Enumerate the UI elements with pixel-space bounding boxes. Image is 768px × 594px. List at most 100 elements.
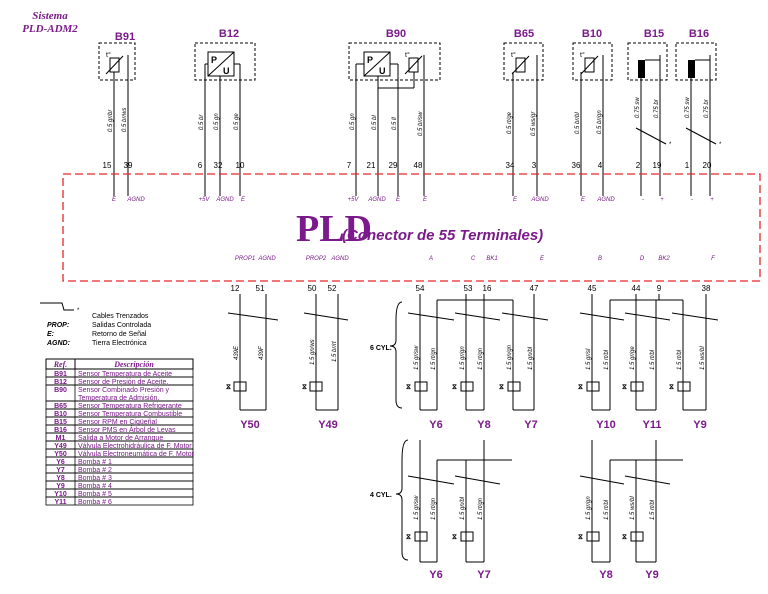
- svg-text:Tierra Electrónica: Tierra Electrónica: [92, 340, 147, 347]
- svg-text:0.5 rt/ge: 0.5 rt/ge: [507, 111, 513, 134]
- svg-text:E: E: [513, 197, 518, 203]
- svg-text:Y11: Y11: [643, 419, 662, 431]
- svg-text:Y6: Y6: [429, 419, 442, 431]
- svg-text:Y8: Y8: [477, 419, 490, 431]
- svg-text:7: 7: [347, 161, 352, 170]
- table-row-ref: Y6: [56, 459, 65, 466]
- svg-text:439F: 439F: [259, 346, 265, 360]
- svg-text:Y9: Y9: [645, 569, 658, 581]
- inductive-sensor-icon: [638, 60, 645, 78]
- svg-text:1.5 rt/bl: 1.5 rt/bl: [604, 349, 610, 370]
- svg-text:47: 47: [530, 284, 539, 293]
- table-row-desc: Bomba # 4: [78, 483, 112, 490]
- svg-text:34: 34: [506, 161, 515, 170]
- table-header-desc: Descripción: [113, 360, 154, 369]
- table-row-desc: Sensor PMS en Árbol de Levas: [78, 425, 176, 434]
- svg-text:AGND: AGND: [257, 256, 276, 262]
- connector-subtitle: (Conector de 55 Terminales): [342, 227, 543, 244]
- svg-text:54: 54: [416, 284, 425, 293]
- svg-text:1.5 rt/bl: 1.5 rt/bl: [650, 349, 656, 370]
- svg-text:Y7: Y7: [524, 419, 537, 431]
- table-row-desc: Bomba # 5: [78, 491, 112, 498]
- svg-text:4: 4: [598, 161, 603, 170]
- table-row-ref: M1: [56, 435, 66, 442]
- svg-text:29: 29: [389, 161, 398, 170]
- svg-text:Y8: Y8: [599, 569, 612, 581]
- pu-glyphs: PU PU t° t° t° t°: [106, 51, 585, 76]
- sensor-boxes: [98, 42, 717, 81]
- svg-text:1.5 rt/bl: 1.5 rt/bl: [677, 349, 683, 370]
- table-row-ref: B12: [54, 379, 67, 386]
- svg-text:0.5 ws/gr: 0.5 ws/gr: [531, 111, 537, 136]
- svg-text:0.5 gr/br: 0.5 gr/br: [108, 109, 114, 132]
- table-row-desc: Temperatura de Admisión.: [78, 395, 159, 402]
- svg-text:U: U: [223, 66, 230, 76]
- six-cyl-label: 6 CYL.: [370, 345, 392, 352]
- top-wires: [113, 55, 717, 196]
- svg-text:⧖: ⧖: [578, 384, 583, 391]
- svg-text:AGND: AGND: [330, 256, 349, 262]
- svg-text:1.5 gn/gn: 1.5 gn/gn: [507, 344, 513, 370]
- table-row-desc: Sensor RPM en Cigüeñal: [78, 419, 157, 426]
- svg-text:E: E: [540, 256, 545, 262]
- svg-text:⧖: ⧖: [452, 534, 457, 541]
- svg-text:1.5 rt/gn: 1.5 rt/gn: [431, 347, 437, 370]
- svg-text:51: 51: [256, 284, 265, 293]
- svg-text:⧖: ⧖: [406, 384, 411, 391]
- connector-name: PLD: [296, 208, 372, 250]
- svg-text:PROP2: PROP2: [306, 256, 327, 262]
- svg-text:20: 20: [703, 161, 712, 170]
- svg-text:10: 10: [236, 161, 245, 170]
- svg-text:Y6: Y6: [429, 569, 442, 581]
- top-pin-numbers: 15 39 6 32 10 7 21 29 48 34 3 36 4 2 19 …: [103, 161, 712, 170]
- svg-text:AGND: AGND: [367, 197, 386, 203]
- svg-text:0.5 gn: 0.5 gn: [350, 113, 356, 130]
- svg-text:-: -: [691, 197, 693, 203]
- svg-text:439E: 439E: [234, 345, 240, 360]
- svg-text:1.5 gn/ws: 1.5 gn/ws: [310, 339, 316, 365]
- component-label-b91: B91: [115, 31, 135, 43]
- table-row-desc: Sensor de Presión de Aceite.: [78, 379, 168, 386]
- svg-text:Cables Trenzados: Cables Trenzados: [92, 313, 149, 320]
- svg-text:50: 50: [308, 284, 317, 293]
- svg-text:BK1: BK1: [486, 256, 497, 262]
- pump-wire-labels: 439E 439F 1.5 gn/ws 1.5 br/rt: [234, 339, 338, 365]
- svg-text:15: 15: [103, 161, 112, 170]
- connector-frame: [62, 173, 761, 282]
- table-row-desc: Sensor Temperatura de Aceite: [78, 371, 172, 378]
- table-row-ref: Y7: [56, 467, 65, 474]
- component-label-b16: B16: [689, 28, 709, 40]
- svg-text:⧖: ⧖: [226, 384, 231, 391]
- component-label-b90: B90: [386, 28, 406, 40]
- svg-text:1.5 rt/gn: 1.5 rt/gn: [478, 347, 484, 370]
- svg-text:19: 19: [653, 161, 662, 170]
- bottom-signal-labels: PROP1 AGND PROP2 AGND A C BK1 E B D BK2 …: [235, 256, 715, 262]
- table-row-ref: B16: [54, 427, 67, 434]
- svg-text:⧖: ⧖: [622, 384, 627, 391]
- svg-text:⧖: ⧖: [452, 384, 457, 391]
- six-cyl-wire-labels: 1.5 gr/sw 1.5 rt/gn 1.5 gr/gn 1.5 rt/gn …: [414, 344, 706, 370]
- thermistor-icon: [511, 55, 530, 75]
- svg-text:32: 32: [214, 161, 223, 170]
- svg-text:1.5 gr/sw: 1.5 gr/sw: [414, 345, 420, 370]
- svg-text:1.5 gn/bl: 1.5 gn/bl: [460, 496, 466, 520]
- table-row-ref: B10: [54, 411, 67, 418]
- svg-text:44: 44: [632, 284, 641, 293]
- system-title-line2: PLD-ADM2: [22, 23, 78, 35]
- table-row-ref: Y10: [54, 491, 67, 498]
- svg-text:1.5 gr/sw: 1.5 gr/sw: [414, 495, 420, 520]
- svg-text:1.5 ws/bl: 1.5 ws/bl: [700, 346, 706, 370]
- svg-text:t°: t°: [405, 51, 410, 59]
- svg-text:B: B: [598, 256, 602, 262]
- svg-text:0.5 br/gn: 0.5 br/gn: [597, 110, 603, 134]
- twisted-cable-icon: [40, 302, 74, 311]
- svg-text:36: 36: [572, 161, 581, 170]
- svg-text:1: 1: [685, 161, 690, 170]
- svg-text:*: *: [77, 308, 80, 314]
- svg-text:0.75 br: 0.75 br: [654, 98, 660, 118]
- svg-text:53: 53: [464, 284, 473, 293]
- table-row-ref: Y11: [54, 499, 66, 506]
- inductive-sensor-icon: [688, 60, 695, 78]
- table-row-ref: Y9: [56, 483, 65, 490]
